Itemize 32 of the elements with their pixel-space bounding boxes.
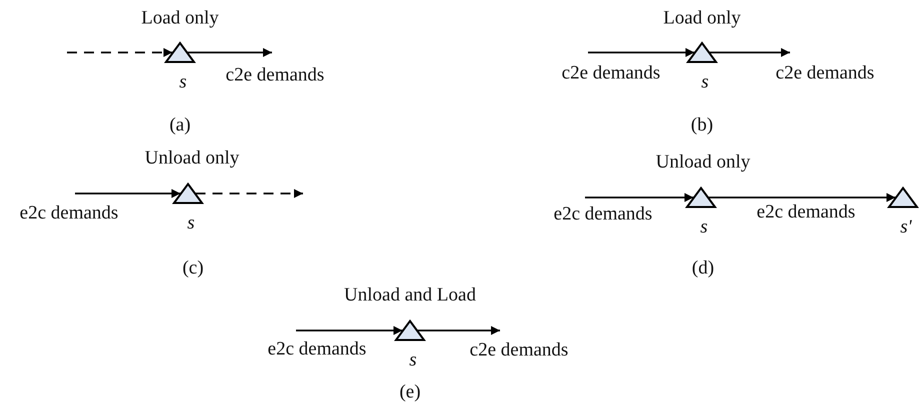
triangle-node	[395, 320, 425, 341]
panel-label: (b)	[690, 116, 714, 134]
arrow	[296, 326, 402, 335]
node-label: s	[701, 72, 709, 92]
triangle-node	[888, 187, 918, 208]
panel-label: (e)	[399, 382, 421, 402]
panel-title: Unload only	[144, 148, 240, 168]
triangle-node	[173, 183, 203, 204]
node-label: s	[179, 72, 187, 92]
arrow	[708, 193, 896, 202]
panel-title: Unload and Load	[344, 286, 476, 304]
arrow	[418, 326, 500, 335]
arrow	[75, 189, 180, 198]
arrow	[585, 193, 694, 202]
panel-label: (d)	[692, 258, 714, 278]
arrow	[196, 189, 303, 198]
node-label: s	[187, 214, 195, 232]
arrow	[188, 48, 272, 57]
panel-label: (c)	[182, 258, 204, 278]
node-label: s	[409, 350, 417, 370]
triangle-node	[687, 42, 717, 63]
panel-title: Load only	[141, 8, 219, 28]
panel-label: (a)	[169, 116, 191, 134]
triangle-node	[165, 42, 195, 63]
arrow	[67, 48, 172, 57]
arrow	[710, 48, 790, 57]
panel-title: Unload only	[656, 152, 750, 172]
node-label: s'	[900, 218, 912, 236]
triangle-node	[686, 187, 716, 208]
panel-title: Load only	[663, 8, 741, 28]
node-label: s	[700, 218, 708, 236]
arrow	[588, 48, 694, 57]
